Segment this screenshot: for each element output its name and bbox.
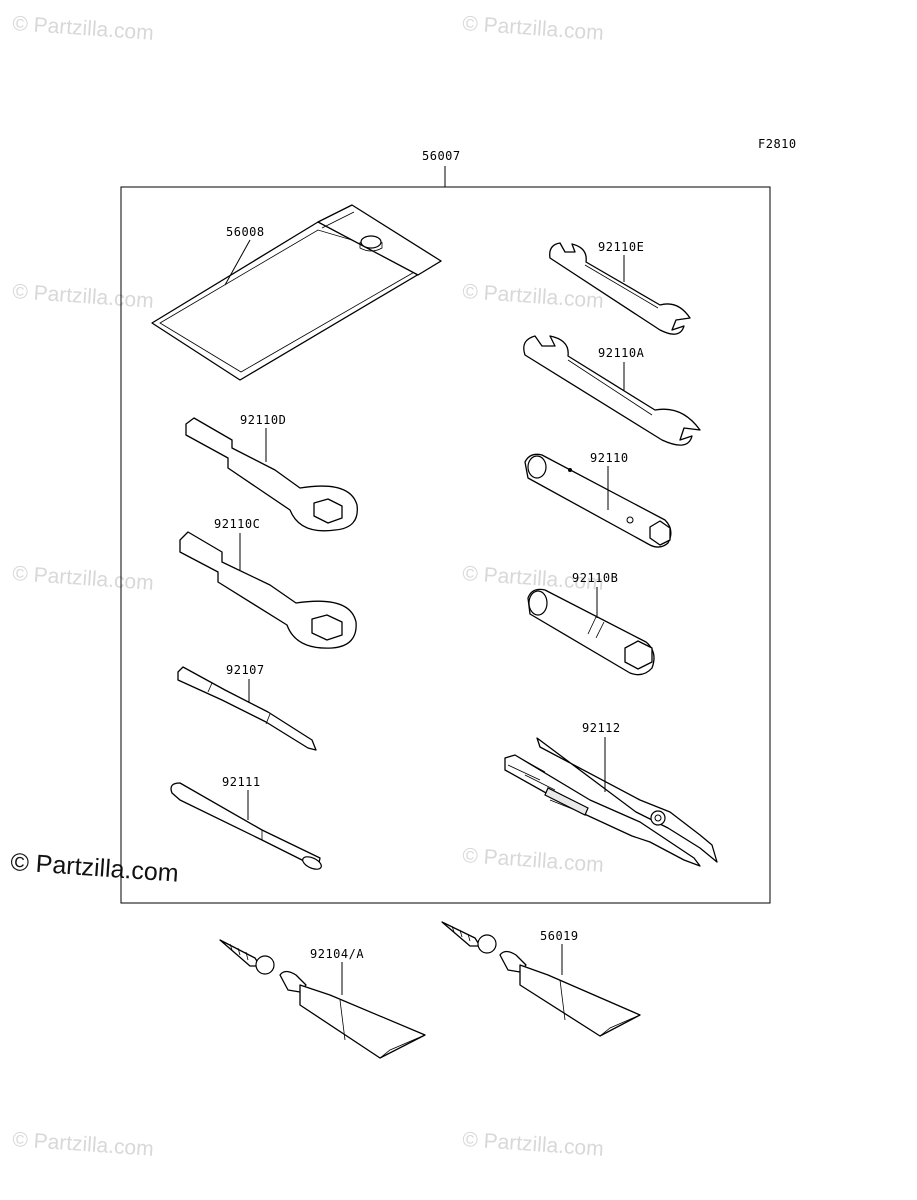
ring-spanner-d-drawing bbox=[185, 417, 358, 532]
figure-code: F2810 bbox=[758, 137, 797, 151]
watermark: © Partzilla.com bbox=[12, 1128, 155, 1161]
screwdriver-drawing bbox=[177, 666, 317, 751]
part-label-socket: 92110 bbox=[590, 451, 629, 465]
part-label-pliers: 92112 bbox=[582, 721, 621, 735]
watermark: © Partzilla.com bbox=[12, 562, 155, 595]
tool-kit-frame bbox=[120, 186, 771, 904]
part-label-bag: 56008 bbox=[226, 225, 265, 239]
part-label-ring-d: 92110D bbox=[240, 413, 286, 427]
watermark: © Partzilla.com bbox=[462, 1128, 605, 1161]
watermark: © Partzilla.com bbox=[12, 280, 155, 313]
watermark: © Partzilla.com bbox=[12, 12, 155, 45]
leader-line bbox=[224, 239, 251, 286]
ring-spanner-c-drawing bbox=[179, 531, 357, 649]
part-label-grease-1: 92104/A bbox=[310, 947, 364, 961]
watermark: © Partzilla.com bbox=[462, 12, 605, 45]
plug-socket-drawing bbox=[527, 588, 655, 676]
part-label-ring-c: 92110C bbox=[214, 517, 260, 531]
handle-bar-drawing bbox=[170, 782, 322, 870]
tool-bag-drawing bbox=[151, 204, 442, 381]
part-label-plug-socket: 92110B bbox=[572, 571, 618, 585]
assembly-part-label: 56007 bbox=[422, 149, 461, 163]
grease-tube-2-drawing bbox=[441, 921, 641, 1037]
pliers-drawing bbox=[504, 737, 718, 867]
watermark: © Partzilla.com bbox=[462, 280, 605, 313]
socket-wrench-drawing bbox=[524, 453, 672, 548]
watermark: © Partzilla.com bbox=[462, 844, 605, 877]
wrench-small-drawing bbox=[549, 242, 691, 335]
part-label-handle: 92111 bbox=[222, 775, 261, 789]
part-label-screwdriver: 92107 bbox=[226, 663, 265, 677]
wrench-large-drawing bbox=[523, 335, 701, 446]
part-label-wrench-a: 92110A bbox=[598, 346, 645, 360]
watermark-main: © Partzilla.com bbox=[10, 848, 180, 888]
grease-tube-1-drawing bbox=[219, 939, 426, 1059]
part-label-grease-2: 56019 bbox=[540, 929, 579, 943]
part-label-wrench-e: 92110E bbox=[598, 240, 644, 254]
